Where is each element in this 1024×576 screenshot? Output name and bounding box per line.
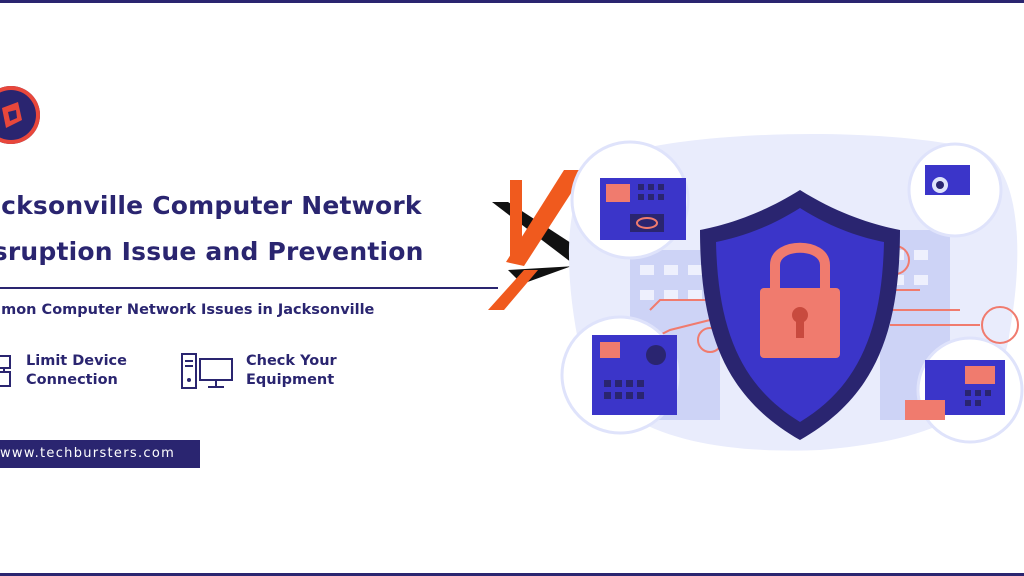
feature-label: Equipment — [246, 372, 335, 388]
computer-icon — [180, 352, 236, 396]
feature-label: Connection — [26, 372, 118, 388]
company-logo — [0, 86, 40, 144]
feature-label: Limit Device — [26, 353, 127, 369]
headline-line-2: isruption Issue and Prevention — [0, 237, 424, 266]
headline-divider — [0, 287, 498, 289]
brand-mark-icon — [488, 170, 594, 310]
subtitle: mmon Computer Network Issues in Jacksonv… — [0, 302, 375, 318]
device-icon — [0, 352, 16, 392]
feature-check-equipment: Check Your Equipment — [180, 352, 337, 396]
feature-limit-device: Limit Device Connection — [0, 352, 127, 392]
website-url[interactable]: www.techbursters.com — [0, 440, 200, 468]
security-illustration — [560, 133, 1024, 451]
headline-line-1: acksonville Computer Network — [0, 191, 422, 220]
feature-label: Check Your — [246, 353, 337, 369]
